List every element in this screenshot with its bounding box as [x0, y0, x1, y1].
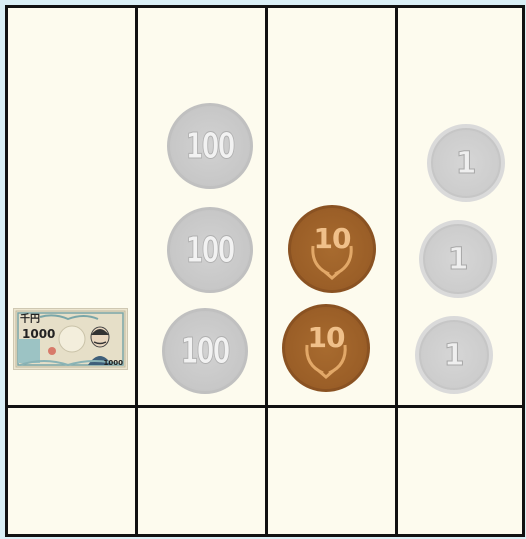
ten-yen-coin[interactable]: 10: [282, 304, 370, 392]
note-corner-label: 1000: [104, 359, 123, 367]
empty-slot-2[interactable]: [138, 408, 265, 534]
coin-value-label: 1: [444, 338, 465, 373]
grid-line: [5, 5, 525, 8]
empty-slot-3[interactable]: [268, 408, 395, 534]
one-yen-coin[interactable]: 1: [419, 220, 497, 298]
grid-line: [522, 5, 525, 537]
note-title-label: 千円: [20, 310, 40, 325]
empty-slot-1[interactable]: [8, 408, 135, 534]
one-yen-coin[interactable]: 1: [415, 316, 493, 394]
coin-value-label: 1: [448, 242, 469, 277]
coin-value-label: 10: [291, 222, 373, 255]
thousand-yen-note[interactable]: 千円 1000 1000: [13, 308, 128, 370]
grid-line: [5, 534, 525, 537]
hundred-yen-coin[interactable]: 100: [167, 207, 253, 293]
coin-value-label: 1: [456, 146, 477, 181]
hundred-yen-coin[interactable]: 100: [167, 103, 253, 189]
coin-value-label: 10: [285, 321, 367, 354]
one-yen-coin[interactable]: 1: [427, 124, 505, 202]
hundred-yen-coin[interactable]: 100: [162, 308, 248, 394]
empty-slot-4[interactable]: [398, 408, 522, 534]
ten-yen-coin[interactable]: 10: [288, 205, 376, 293]
coin-value-label: 100: [186, 126, 234, 167]
coin-value-label: 100: [186, 230, 234, 271]
note-value-label: 1000: [22, 327, 55, 341]
coin-value-label: 100: [181, 331, 229, 372]
